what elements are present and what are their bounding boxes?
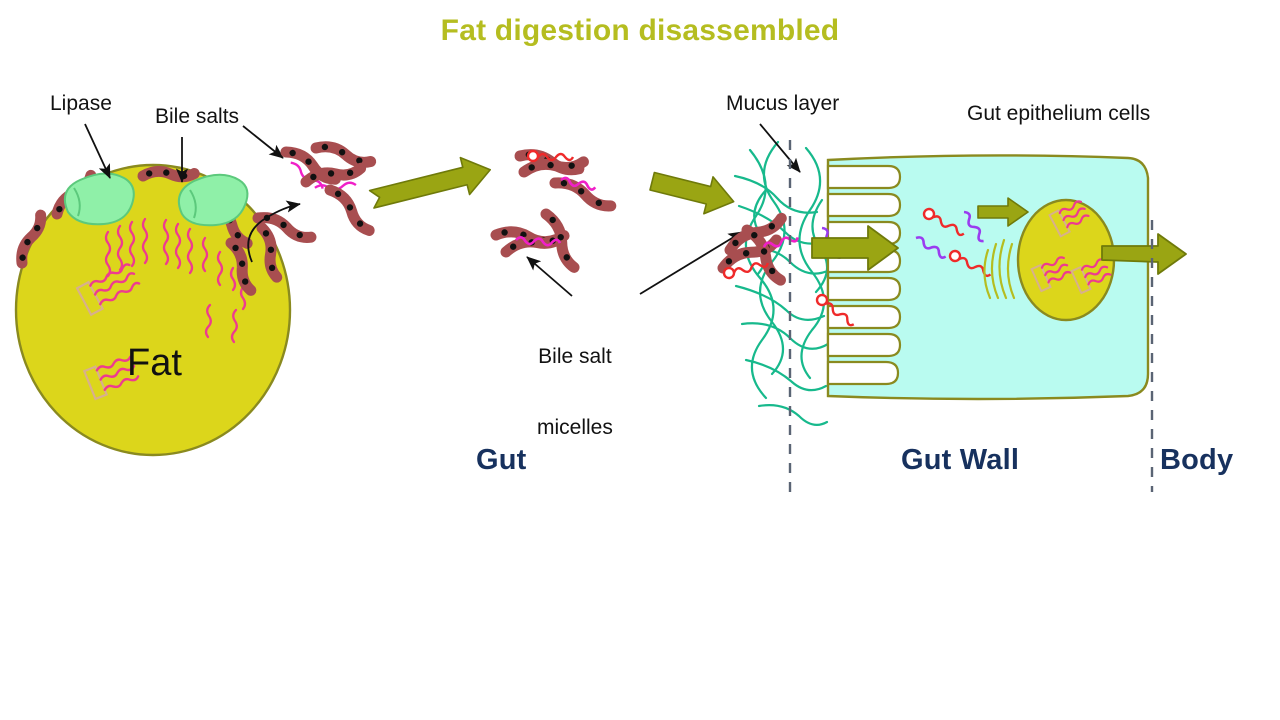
zone-label-body: Body (1160, 444, 1234, 476)
free-bile-salts-group (247, 141, 377, 263)
label-bile-salt-micelles-line2: micelles (537, 415, 613, 439)
fatty-acid (815, 293, 855, 327)
micelle-leader-line-1 (526, 256, 573, 297)
flow-arrow-cytoplasm (977, 197, 1029, 227)
monoglyceride (915, 236, 947, 259)
bile-recirculation-arrow (247, 200, 301, 263)
flow-arrow-export-to-body (1101, 233, 1187, 275)
label-lipase: Lipase (50, 92, 112, 115)
triglyceride-cluster (75, 217, 247, 401)
label-bile-salt-micelles: Bile salt micelles (537, 298, 613, 486)
micelle-group-upper (514, 149, 617, 212)
mucus-leader-line (759, 123, 801, 173)
label-mucus-layer: Mucus layer (726, 92, 840, 115)
fatty-acid (526, 149, 575, 163)
micelle-at-mucus (717, 212, 799, 286)
label-gut-epithelium-cells: Gut epithelium cells (967, 102, 1151, 125)
flow-arrow-lumen-1 (368, 156, 491, 209)
fat-globule-group (14, 123, 292, 457)
page-title: Fat digestion disassembled (440, 14, 840, 47)
lipase-enzyme (64, 172, 135, 226)
monoglyceride (560, 176, 597, 191)
micelle-group-lower (490, 208, 580, 273)
monoglyceride (963, 210, 984, 243)
bile-salts-leader-line-2 (242, 125, 284, 159)
lipase-enzyme-group (64, 172, 249, 227)
fatty-acid (722, 262, 769, 280)
zone-label-gut-wall: Gut Wall (901, 444, 1020, 476)
lipase-leader-line (84, 123, 111, 179)
label-fat: Fat (127, 342, 182, 384)
fat-globule (14, 163, 292, 457)
zone-label-gut: Gut (476, 444, 527, 476)
label-bile-salt-micelles-line1: Bile salt (538, 345, 612, 369)
flow-arrow-lumen-2 (649, 171, 735, 215)
gut-epithelium-cell (815, 154, 1150, 401)
monoglyceride (762, 236, 799, 248)
flow-arrow-microvilli (811, 225, 899, 271)
fatty-acid (922, 207, 965, 237)
chylomicron-triglycerides (1030, 200, 1112, 295)
label-bile-salts: Bile salts (155, 105, 240, 128)
endoplasmic-reticulum (983, 238, 1016, 300)
monoglyceride (515, 236, 562, 247)
micelle-leader-line-2 (639, 231, 743, 295)
